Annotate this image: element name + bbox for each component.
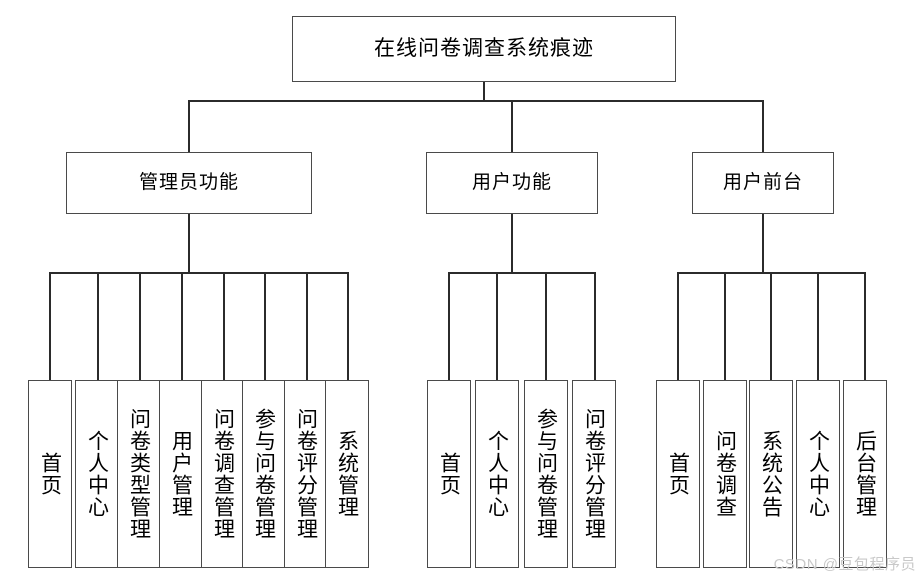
leaf-node-label: 问卷类型管理: [127, 408, 151, 540]
root-node-system-title[interactable]: 在线问卷调查系统痕迹: [292, 16, 676, 82]
leaf-node-label: 问卷评分管理: [294, 408, 318, 540]
branch-node-label: 用户前台: [722, 171, 803, 193]
leaf-node-user-home[interactable]: 首页: [427, 380, 471, 568]
branch-node-admin-functions[interactable]: 管理员功能: [66, 152, 312, 214]
connector-admin-leaf-drop: [49, 272, 51, 380]
connector-user-bus: [448, 272, 594, 274]
connector-admin-leaf-drop: [306, 272, 308, 380]
leaf-node-admin-participate[interactable]: 参与问卷管理: [242, 380, 286, 568]
leaf-node-label: 问卷调查: [713, 430, 737, 518]
leaf-node-user-profile[interactable]: 个人中心: [475, 380, 519, 568]
connector-admin-leaf-drop: [139, 272, 141, 380]
connector-user-leaf-drop: [594, 272, 596, 380]
leaf-node-admin-home[interactable]: 首页: [28, 380, 72, 568]
leaf-node-front-backend[interactable]: 后台管理: [843, 380, 887, 568]
leaf-node-admin-scoring[interactable]: 问卷评分管理: [284, 380, 328, 568]
connector-admin-leaf-drop: [97, 272, 99, 380]
branch-node-user-frontend[interactable]: 用户前台: [692, 152, 834, 214]
connector-root-stem: [483, 82, 485, 102]
leaf-node-label: 问卷评分管理: [582, 408, 606, 540]
leaf-node-front-profile[interactable]: 个人中心: [796, 380, 840, 568]
leaf-node-label: 参与问卷管理: [534, 408, 558, 540]
leaf-node-front-home[interactable]: 首页: [656, 380, 700, 568]
leaf-node-label: 个人中心: [806, 430, 830, 518]
leaf-node-user-scoring[interactable]: 问卷评分管理: [572, 380, 616, 568]
leaf-node-label: 系统管理: [335, 430, 359, 518]
leaf-node-label: 后台管理: [853, 430, 877, 518]
leaf-node-label: 系统公告: [759, 430, 783, 518]
root-node-label: 在线问卷调查系统痕迹: [374, 36, 594, 60]
leaf-node-label: 问卷调查管理: [211, 408, 235, 540]
leaf-node-label: 首页: [666, 452, 690, 496]
leaf-node-label: 个人中心: [85, 430, 109, 518]
leaf-node-front-survey[interactable]: 问卷调查: [703, 380, 747, 568]
leaf-node-label: 首页: [437, 452, 461, 496]
connector-admin-leaf-drop: [181, 272, 183, 380]
leaf-node-label: 参与问卷管理: [252, 408, 276, 540]
connector-front-leaf-drop: [864, 272, 866, 380]
connector-admin-stem: [188, 214, 190, 272]
connector-front-stem: [762, 214, 764, 272]
connector-front-leaf-drop: [770, 272, 772, 380]
leaf-node-admin-user-mgmt[interactable]: 用户管理: [159, 380, 203, 568]
leaf-node-label: 首页: [38, 452, 62, 496]
connector-front-leaf-drop: [817, 272, 819, 380]
connector-front-leaf-drop: [724, 272, 726, 380]
leaf-node-admin-system-mgmt[interactable]: 系统管理: [325, 380, 369, 568]
connector-admin-leaf-drop: [264, 272, 266, 380]
connector-user-leaf-drop: [496, 272, 498, 380]
leaf-node-label: 用户管理: [169, 430, 193, 518]
branch-node-label: 管理员功能: [138, 171, 239, 193]
leaf-node-label: 个人中心: [485, 430, 509, 518]
connector-admin-leaf-drop: [223, 272, 225, 380]
connector-drop-front: [762, 100, 764, 152]
leaf-node-user-participate[interactable]: 参与问卷管理: [524, 380, 568, 568]
connector-user-leaf-drop: [448, 272, 450, 380]
branch-node-user-functions[interactable]: 用户功能: [426, 152, 598, 214]
connector-drop-admin: [188, 100, 190, 152]
connector-user-stem: [511, 214, 513, 272]
leaf-node-admin-survey-mgmt[interactable]: 问卷调查管理: [201, 380, 245, 568]
connector-drop-user: [511, 100, 513, 152]
leaf-node-admin-survey-type[interactable]: 问卷类型管理: [117, 380, 161, 568]
branch-node-label: 用户功能: [471, 171, 552, 193]
connector-front-leaf-drop: [677, 272, 679, 380]
connector-admin-leaf-drop: [347, 272, 349, 380]
leaf-node-front-announcement[interactable]: 系统公告: [749, 380, 793, 568]
leaf-node-admin-profile[interactable]: 个人中心: [75, 380, 119, 568]
connector-user-leaf-drop: [545, 272, 547, 380]
connector-admin-bus: [49, 272, 347, 274]
connector-level2-bus: [188, 100, 764, 102]
